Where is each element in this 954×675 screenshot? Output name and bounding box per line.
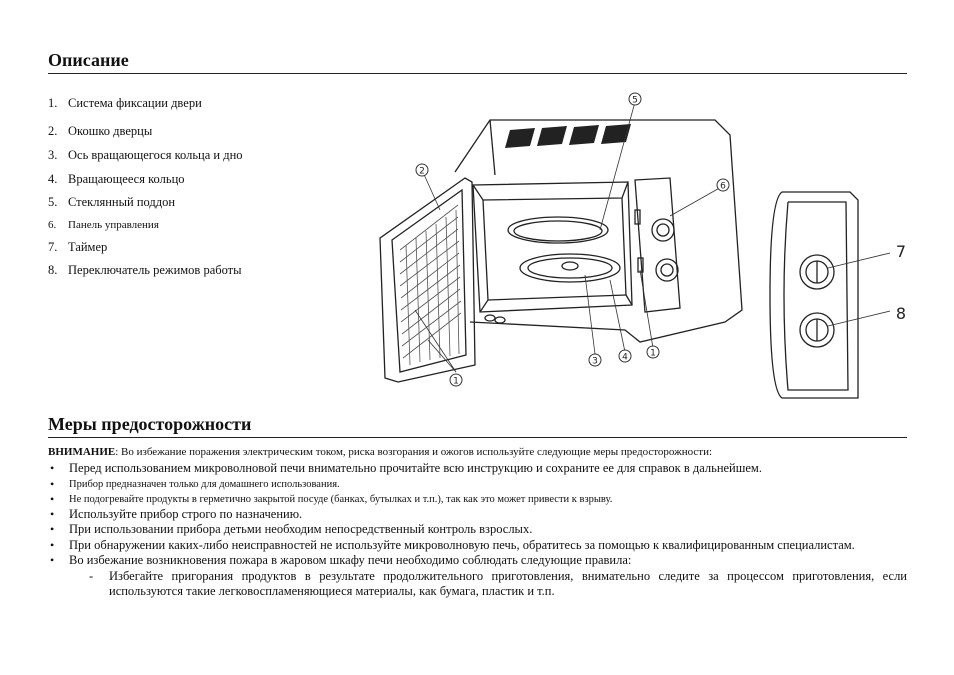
list-item: 6. Панель управления: [48, 219, 159, 231]
section-title-description: Описание: [48, 50, 129, 70]
list-item: • Во избежание возникновения пожара в жар…: [48, 553, 907, 569]
list-text: Ось вращающегося кольца и дно: [68, 148, 243, 162]
callout-label: 6: [720, 182, 726, 192]
callout-label: 7: [896, 242, 906, 261]
bullet-icon: •: [50, 476, 55, 491]
list-number: 5.: [48, 195, 58, 209]
list-number: 2.: [48, 124, 58, 138]
list-text: Переключатель режимов работы: [68, 263, 242, 277]
warning-line: ВНИМАНИЕ: Во избежание поражения электри…: [48, 446, 712, 458]
callout-label: 8: [896, 304, 906, 323]
list-text: При использовании прибора детьми необход…: [69, 522, 533, 536]
list-text: Не подогревайте продукты в герметично за…: [69, 493, 613, 505]
list-item: 5. Стеклянный поддон: [48, 195, 175, 210]
bullet-icon: •: [50, 537, 55, 552]
callout-label: 2: [419, 167, 425, 177]
list-text: Избегайте пригорания продуктов в результ…: [109, 568, 907, 599]
callout-label: 3: [592, 357, 598, 367]
sub-list-item: -Избегайте пригорания продуктов в резуль…: [48, 569, 907, 600]
callout-label: 5: [632, 96, 638, 106]
callout-label: 1: [650, 349, 656, 359]
list-item: • Не подогревайте продукты в герметично з…: [48, 492, 907, 507]
warning-label: ВНИМАНИЕ: [48, 446, 116, 458]
microwave-diagram: 5 6 2 3 4 1 1 7 8: [370, 90, 915, 405]
section-divider: [48, 73, 907, 74]
section-title-precautions: Меры предосторожности: [48, 414, 252, 434]
precautions-list: • Перед использованием микроволновой печи…: [48, 461, 907, 600]
bullet-icon: •: [50, 522, 55, 536]
warning-text: : Во избежание поражения электрическим т…: [115, 446, 713, 458]
list-text: Прибор предназначен только для домашнего…: [69, 478, 340, 490]
callout-label: 1: [453, 377, 459, 387]
list-number: 6.: [48, 219, 57, 231]
microwave-illustration: 5 6 2 3 4 1 1 7 8: [379, 92, 906, 399]
list-number: 8.: [48, 263, 58, 277]
bullet-icon: •: [50, 461, 55, 475]
dash-marker: -: [89, 568, 94, 583]
list-text: Окошко дверцы: [68, 124, 153, 138]
list-item: 2. Окошко дверцы: [48, 124, 152, 139]
list-number: 3.: [48, 148, 58, 162]
list-text: Во избежание возникновения пожара в жаро…: [69, 553, 632, 567]
list-item: • При обнаружении каких-либо неисправност…: [48, 538, 907, 554]
list-item: • При использовании прибора детьми необхо…: [48, 522, 907, 538]
bullet-icon: •: [50, 491, 55, 506]
list-text: Вращающееся кольцо: [68, 172, 185, 186]
bullet-icon: •: [50, 506, 55, 521]
list-text: Таймер: [68, 240, 108, 254]
list-item: 7. Таймер: [48, 240, 107, 255]
list-text: Перед использованием микроволновой печи …: [69, 461, 762, 475]
bullet-icon: •: [50, 553, 55, 567]
list-item: • Используйте прибор строго по назначению…: [48, 507, 907, 523]
section-divider: [48, 437, 907, 438]
list-item: • Прибор предназначен только для домашнег…: [48, 477, 907, 492]
list-item: 1. Система фиксации двери: [48, 96, 202, 111]
list-text: Стеклянный поддон: [68, 195, 176, 209]
list-item: 8. Переключатель режимов работы: [48, 263, 242, 278]
list-number: 7.: [48, 240, 58, 254]
list-text: Панель управления: [68, 219, 159, 231]
list-number: 1.: [48, 96, 58, 110]
list-text: Система фиксации двери: [68, 96, 202, 110]
list-item: • Перед использованием микроволновой печи…: [48, 461, 907, 477]
list-text: Используйте прибор строго по назначению.: [69, 506, 303, 521]
list-item: 3. Ось вращающегося кольца и дно: [48, 148, 243, 163]
callout-label: 4: [622, 353, 628, 363]
list-text: При обнаружении каких-либо неисправносте…: [69, 537, 855, 552]
list-item: 4. Вращающееся кольцо: [48, 172, 185, 187]
list-number: 4.: [48, 172, 58, 186]
